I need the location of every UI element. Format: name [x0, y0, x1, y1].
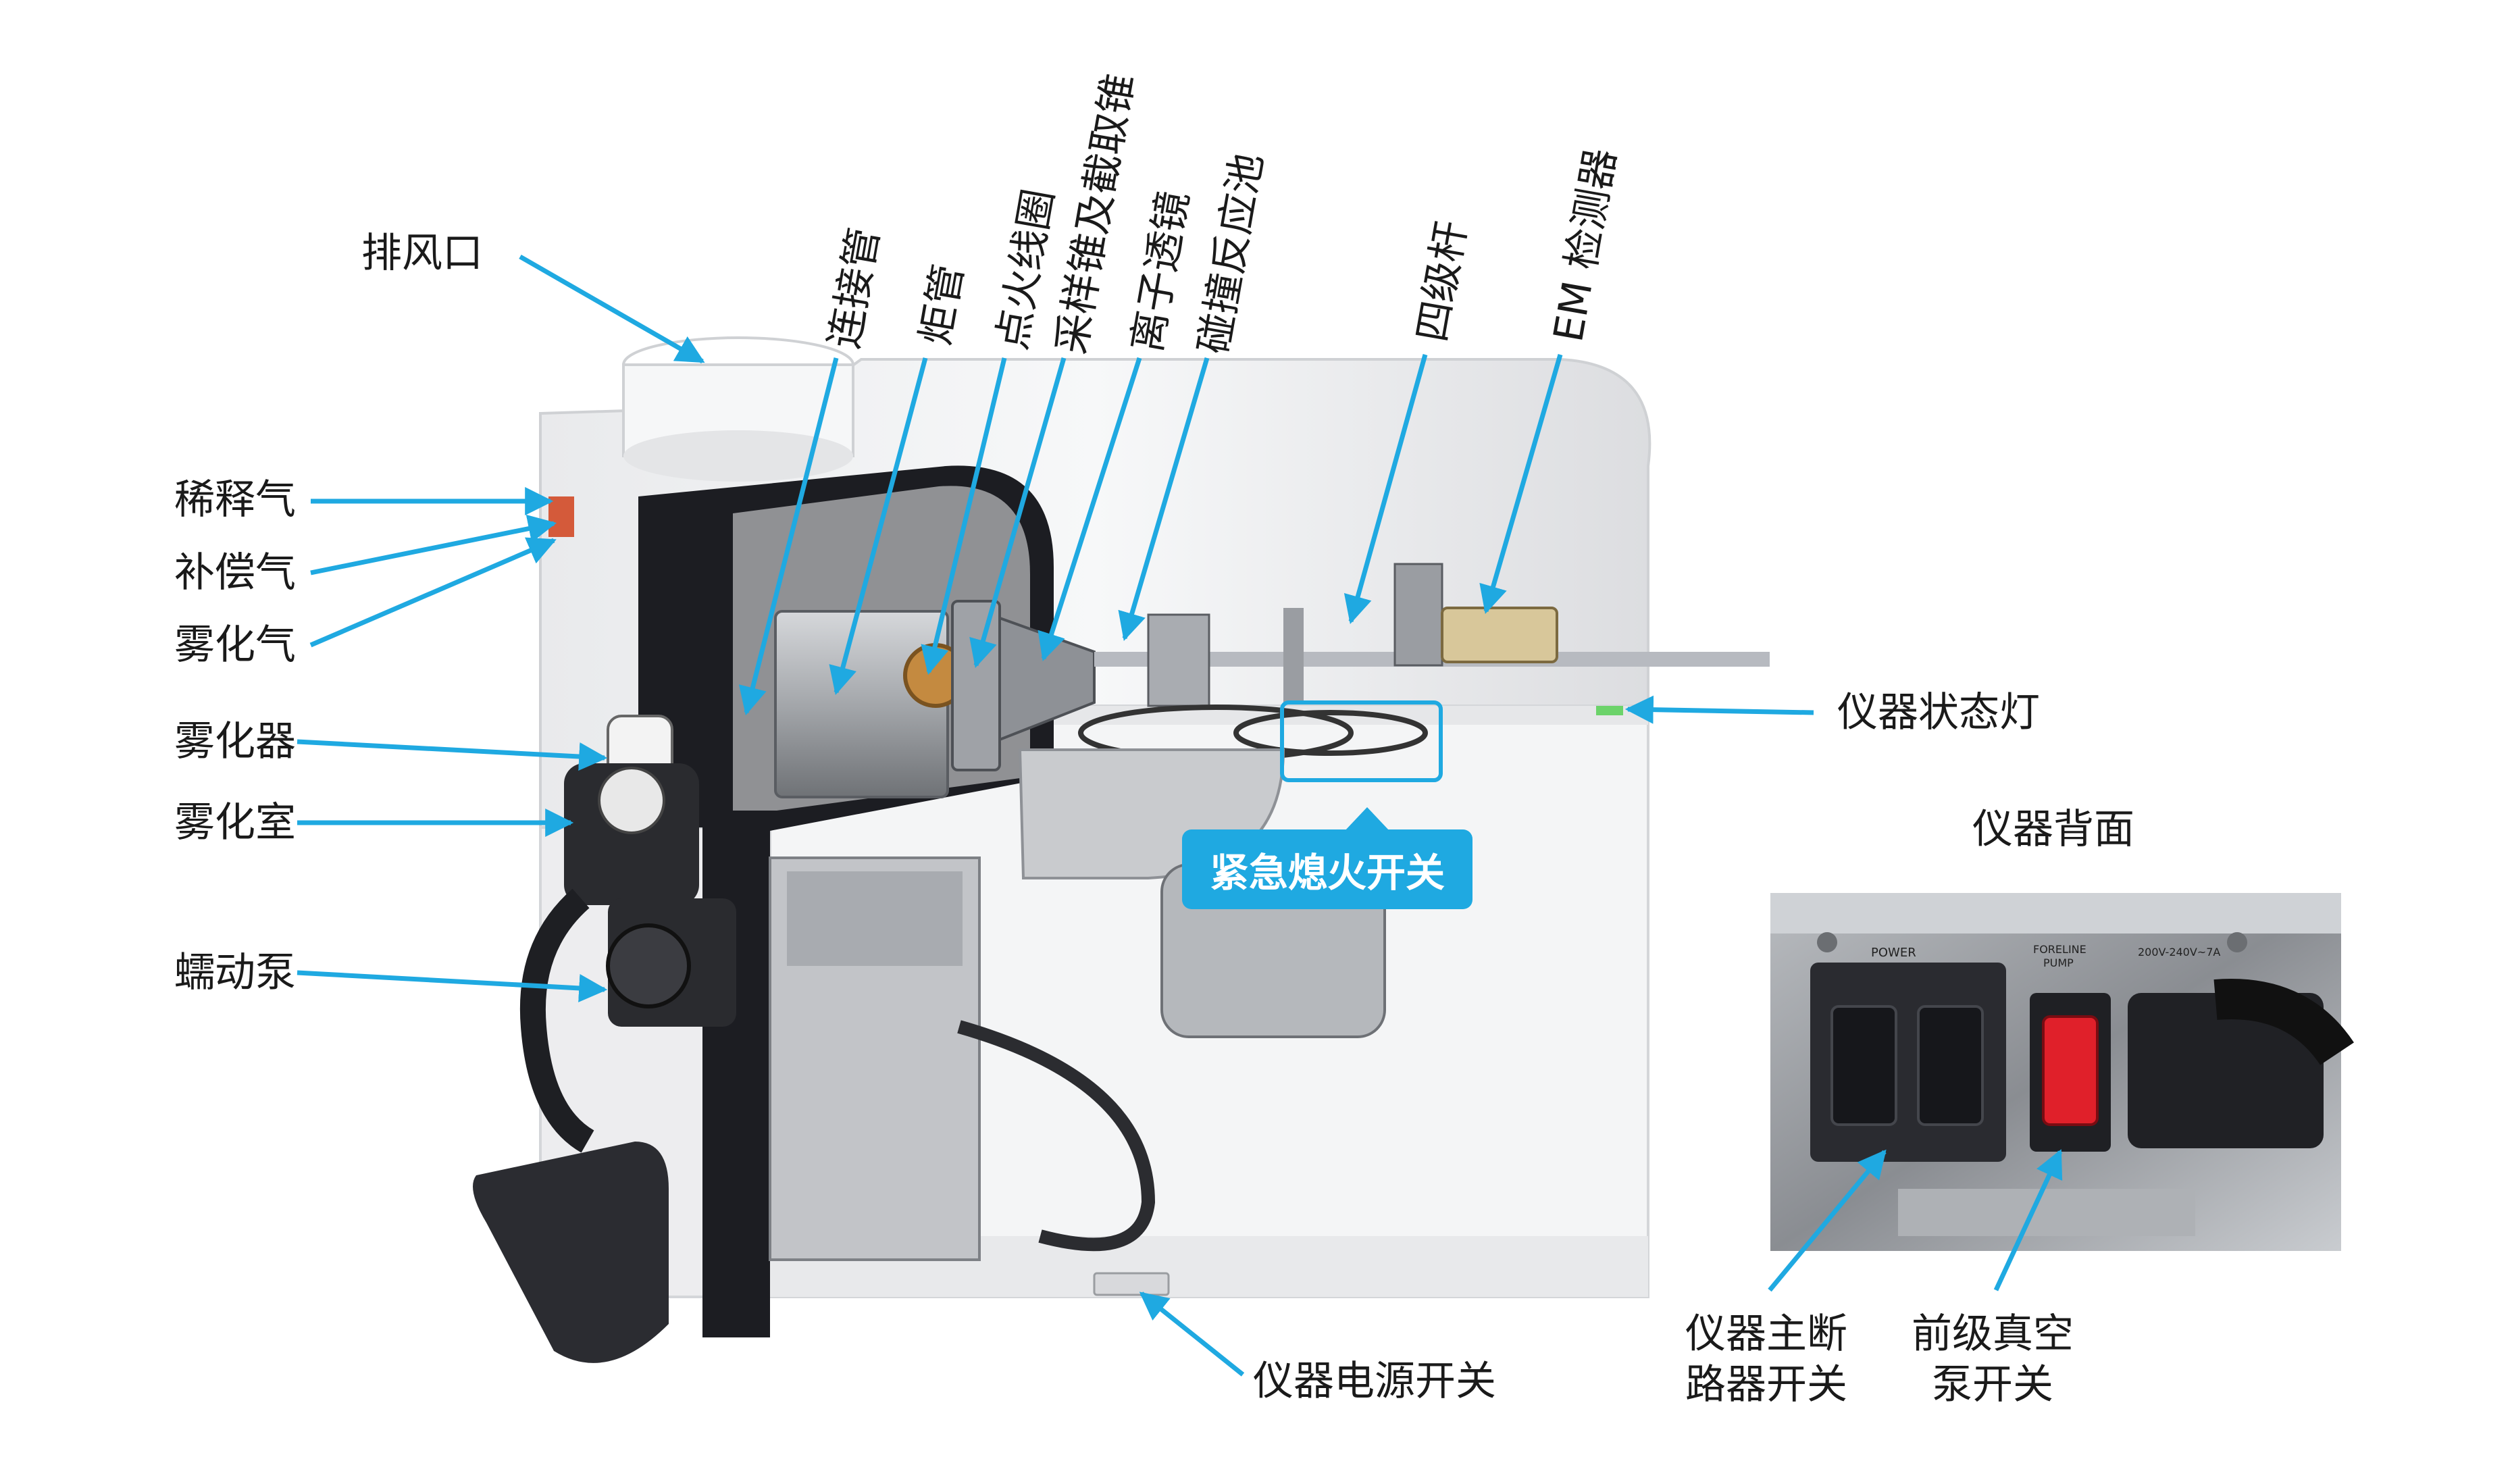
exhaust-port — [622, 336, 854, 482]
label-breaker-switch: 仪器主断 路器开关 — [1679, 1309, 1854, 1410]
sample-introduction — [473, 496, 736, 1363]
label-foreline-pump-line2: 泵开关 — [1932, 1361, 2053, 1408]
rear-power-label: POWER — [1871, 946, 1916, 960]
label-nebulizer: 雾化器 — [174, 718, 296, 765]
power-switch — [1093, 1272, 1170, 1296]
label-foreline-pump-switch: 前级真空 泵开关 — [1901, 1309, 2084, 1410]
emergency-switch-highlight — [1280, 700, 1443, 782]
label-spray-chamber: 雾化室 — [174, 799, 296, 846]
rear-foreline-label-1: FORELINE — [2033, 943, 2086, 956]
status-led — [1596, 706, 1623, 715]
label-nebulizer-gas: 雾化气 — [174, 621, 296, 669]
label-foreline-pump-line1: 前级真空 — [1912, 1310, 2074, 1358]
rear-panel-title: 仪器背面 — [1972, 806, 2134, 853]
label-status-light: 仪器状态灯 — [1837, 689, 2040, 736]
label-exhaust: 排风口 — [361, 230, 483, 277]
label-breaker-switch-line1: 仪器主断 — [1685, 1310, 1847, 1358]
rear-foreline-label-2: PUMP — [2043, 956, 2074, 969]
label-makeup-gas: 补偿气 — [174, 549, 296, 596]
label-emergency-switch: 紧急熄火开关 — [1182, 829, 1472, 909]
emergency-callout-tip — [1344, 807, 1390, 831]
callout-arrows — [297, 254, 2063, 1377]
label-power-switch: 仪器电源开关 — [1253, 1358, 1496, 1405]
rear-voltage-label: 200V-240V~7A — [2138, 946, 2221, 958]
label-peristaltic-pump: 蠕动泵 — [174, 949, 296, 996]
rear-panel-photo — [1770, 893, 2354, 1251]
label-breaker-switch-line2: 路器开关 — [1685, 1361, 1847, 1408]
label-dilution-gas: 稀释气 — [174, 476, 296, 523]
